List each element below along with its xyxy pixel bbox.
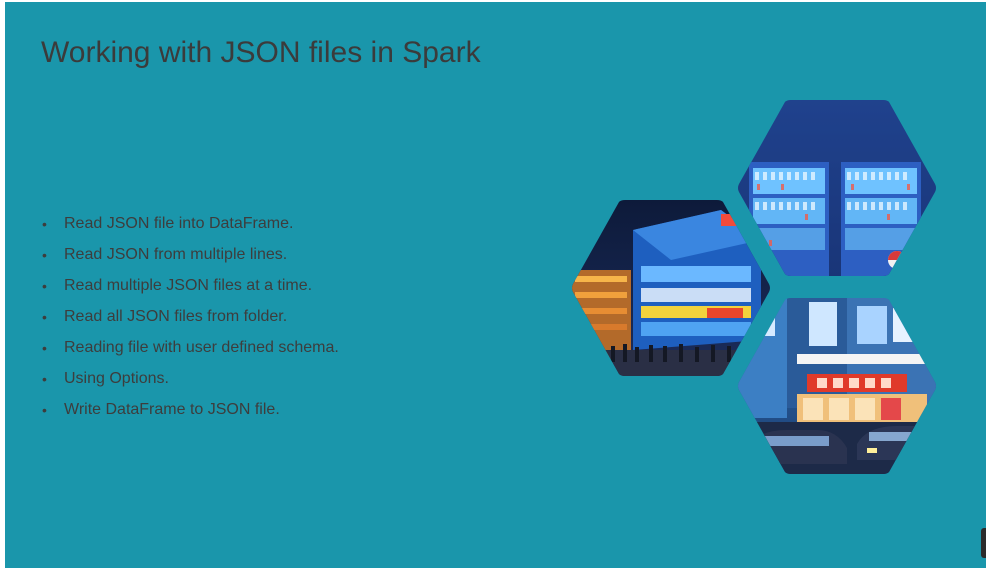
bullet-dot: • bbox=[42, 371, 47, 387]
neon-street-hex-image bbox=[737, 298, 937, 474]
bullet-text: Using Options. bbox=[64, 370, 169, 387]
bullet-item: • Read JSON file into DataFrame. bbox=[41, 213, 339, 244]
bullet-dot: • bbox=[42, 216, 47, 232]
bullet-item: • Reading file with user defined schema. bbox=[41, 337, 339, 368]
bullet-text: Read JSON from multiple lines. bbox=[64, 246, 288, 263]
vending-machines-hex-image bbox=[737, 100, 937, 276]
bullet-item: • Write DataFrame to JSON file. bbox=[41, 399, 339, 430]
bullet-dot: • bbox=[42, 278, 47, 294]
bullet-text: Read multiple JSON files at a time. bbox=[64, 277, 313, 294]
bullet-list: • Read JSON file into DataFrame. • Read JS… bbox=[41, 213, 339, 430]
bullet-dot: • bbox=[42, 402, 47, 418]
slide: Working with JSON files in Spark • Read J… bbox=[5, 2, 986, 568]
bullet-item: • Read all JSON files from folder. bbox=[41, 306, 339, 337]
bullet-dot: • bbox=[42, 247, 47, 263]
bullet-text: Write DataFrame to JSON file. bbox=[64, 401, 280, 418]
bullet-text: Reading file with user defined schema. bbox=[64, 339, 339, 356]
bullet-text: Read JSON file into DataFrame. bbox=[64, 215, 294, 232]
bullet-item: • Read multiple JSON files at a time. bbox=[41, 275, 339, 306]
bullet-dot: • bbox=[42, 340, 47, 356]
window-left-edge bbox=[0, 0, 5, 568]
bullet-dot: • bbox=[42, 309, 47, 325]
neon-building-hex-image bbox=[571, 200, 771, 376]
bullet-item: • Read JSON from multiple lines. bbox=[41, 244, 339, 275]
bullet-item: • Using Options. bbox=[41, 368, 339, 399]
corner-handle[interactable] bbox=[981, 528, 986, 558]
slide-title: Working with JSON files in Spark bbox=[41, 36, 481, 69]
bullet-text: Read all JSON files from folder. bbox=[64, 308, 288, 325]
